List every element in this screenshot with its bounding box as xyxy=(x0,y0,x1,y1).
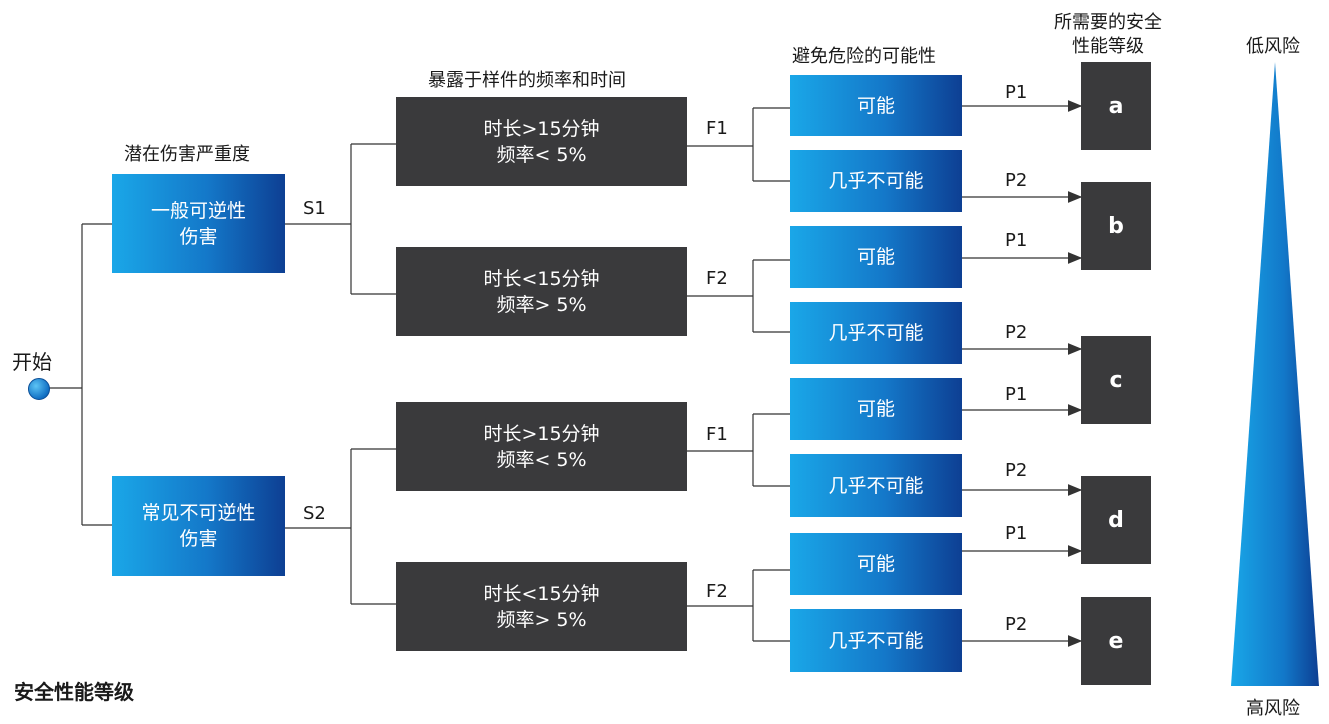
severity-header: 潜在伤害严重度 xyxy=(124,144,250,165)
footer-title: 安全性能等级 xyxy=(14,680,134,704)
branch-label-f1: F1 xyxy=(706,424,728,445)
exposure-box-line: 时长<15分钟 xyxy=(483,267,600,290)
level-box-a: a xyxy=(1081,62,1151,150)
severity-box-line: 一般可逆性 xyxy=(150,199,246,222)
avoidance-box-unlikely: 几乎不可能 xyxy=(790,454,962,517)
severity-box-line: 常见不可逆性 xyxy=(141,502,256,524)
avoidance-box-possible: 可能 xyxy=(790,533,962,595)
exposure-box-line: 时长>15分钟 xyxy=(483,117,600,140)
severity-box-reversible: 一般可逆性 伤害 xyxy=(112,174,285,273)
avoidance-box-unlikely: 几乎不可能 xyxy=(790,302,962,364)
branch-label-f2: F2 xyxy=(706,581,728,602)
branch-label-s1: S1 xyxy=(303,198,326,219)
branch-label-f1: F1 xyxy=(706,118,728,139)
low-risk-label: 低风险 xyxy=(1246,36,1300,57)
level-box-c: c xyxy=(1081,336,1151,424)
level-box-e: e xyxy=(1081,597,1151,685)
branch-label-p2: P2 xyxy=(1005,614,1028,635)
branch-label-p1: P1 xyxy=(1005,523,1028,544)
avoidance-box-possible: 可能 xyxy=(790,75,962,136)
branch-label-p1: P1 xyxy=(1005,230,1028,251)
start-node xyxy=(28,378,50,400)
exposure-box-line: 频率> 5% xyxy=(496,608,587,631)
risk-gradient-triangle xyxy=(1231,62,1319,686)
severity-box-irreversible: 常见不可逆性 伤害 xyxy=(112,476,285,576)
avoidance-box-unlikely: 几乎不可能 xyxy=(790,609,962,672)
exposure-box-line: 频率< 5% xyxy=(496,448,587,471)
exposure-box-line: 频率< 5% xyxy=(496,143,587,166)
branch-label-p2: P2 xyxy=(1005,322,1028,343)
branch-label-p2: P2 xyxy=(1005,170,1028,191)
required-level-header-line1: 所需要的安全 xyxy=(1054,12,1162,33)
severity-box-line: 伤害 xyxy=(179,225,218,248)
level-box-d: d xyxy=(1081,476,1151,564)
avoidance-box-possible: 可能 xyxy=(790,226,962,288)
avoidance-header: 避免危险的可能性 xyxy=(792,46,936,67)
exposure-box-1: 时长>15分钟 频率< 5% xyxy=(396,97,687,186)
start-label: 开始 xyxy=(12,350,52,374)
exposure-box-line: 时长<15分钟 xyxy=(483,582,600,605)
branch-label-p1: P1 xyxy=(1005,384,1028,405)
avoidance-box-possible: 可能 xyxy=(790,378,962,440)
exposure-box-4: 时长<15分钟 频率> 5% xyxy=(396,562,687,651)
level-box-b: b xyxy=(1081,182,1151,270)
branch-label-f2: F2 xyxy=(706,268,728,289)
severity-box-line: 伤害 xyxy=(179,528,218,550)
branch-label-p1: P1 xyxy=(1005,82,1028,103)
exposure-box-line: 频率> 5% xyxy=(496,293,587,316)
required-level-header-line2: 性能等级 xyxy=(1072,36,1144,57)
avoidance-box-unlikely: 几乎不可能 xyxy=(790,150,962,212)
exposure-box-3: 时长>15分钟 频率< 5% xyxy=(396,402,687,491)
exposure-box-line: 时长>15分钟 xyxy=(483,422,600,445)
exposure-header: 暴露于样件的频率和时间 xyxy=(428,70,626,91)
high-risk-label: 高风险 xyxy=(1246,698,1300,719)
branch-label-p2: P2 xyxy=(1005,460,1028,481)
exposure-box-2: 时长<15分钟 频率> 5% xyxy=(396,247,687,336)
branch-label-s2: S2 xyxy=(303,503,326,524)
